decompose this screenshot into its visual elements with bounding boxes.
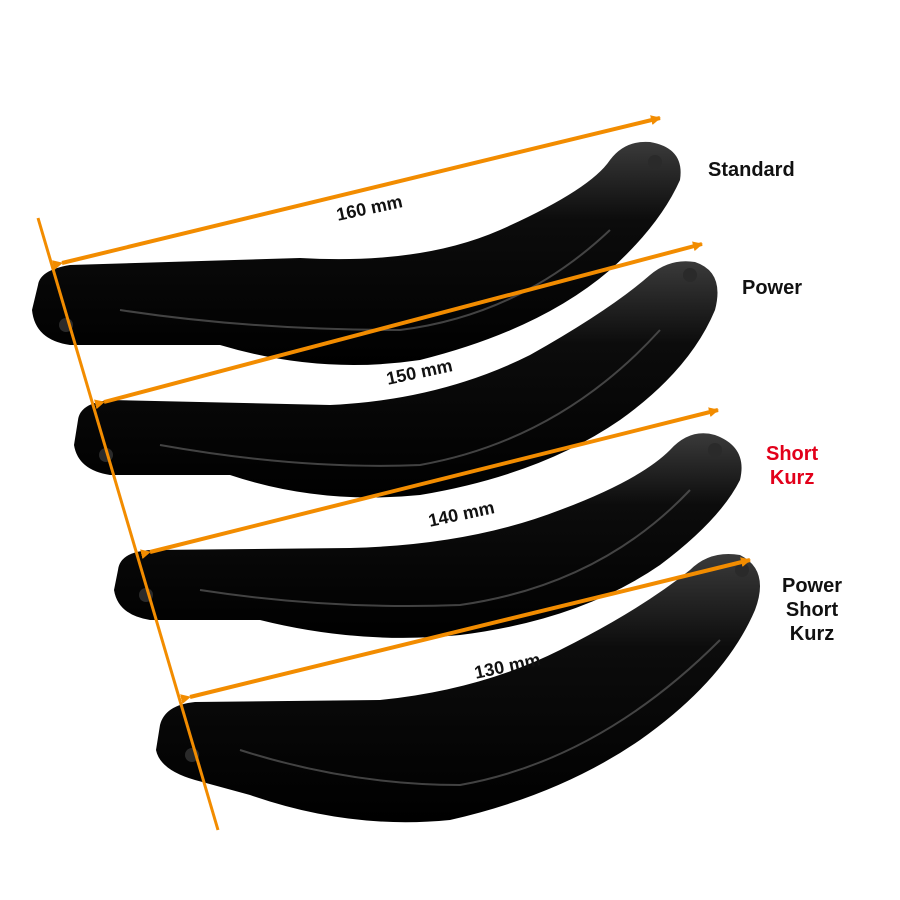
label-standard: Standard (708, 158, 795, 182)
arrow-130mm (180, 557, 751, 704)
measurement-arrows (52, 115, 751, 704)
label-line: Short (785, 599, 839, 621)
arrow-150mm (94, 241, 703, 410)
pivot-reference-line (36, 217, 220, 831)
label-power-short: Power Short Kurz (782, 574, 842, 646)
cable-hole (648, 155, 662, 169)
label-line: Power (782, 575, 843, 597)
label-line: Kurz (789, 623, 835, 645)
label-line: Kurz (769, 467, 815, 489)
cable-hole (708, 443, 722, 457)
label-line: Short (766, 443, 819, 465)
label-power: Power (742, 276, 802, 300)
label-line: Power (742, 277, 803, 299)
label-line: Standard (708, 159, 795, 181)
arrow-160mm (52, 115, 661, 270)
label-short: Short Kurz (766, 442, 818, 490)
arrow-140mm (140, 407, 719, 560)
cable-hole (683, 268, 697, 282)
